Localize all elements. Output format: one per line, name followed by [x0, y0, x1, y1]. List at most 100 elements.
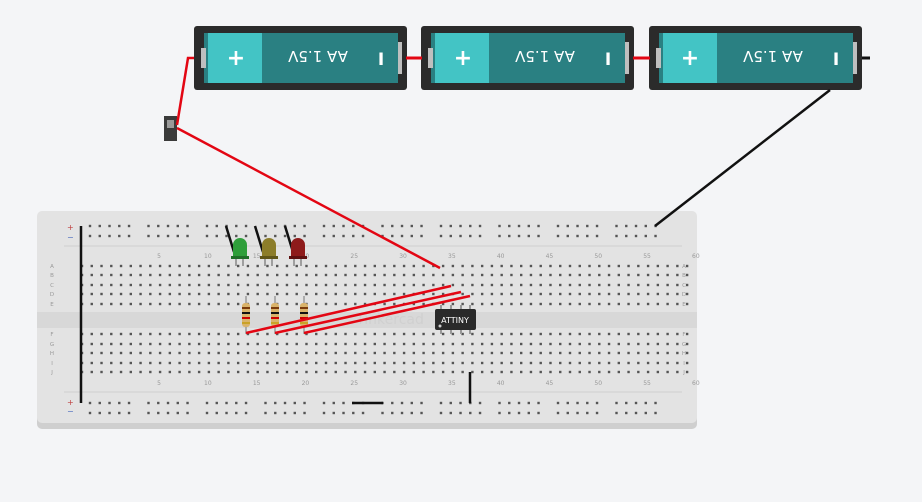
breadboard-hole[interactable] — [588, 273, 591, 277]
breadboard-hole[interactable] — [537, 234, 540, 238]
breadboard-hole[interactable] — [188, 332, 191, 336]
breadboard-hole[interactable] — [236, 361, 240, 365]
led-red[interactable] — [289, 238, 307, 266]
breadboard-hole[interactable] — [439, 224, 443, 228]
breadboard-hole[interactable] — [149, 342, 152, 346]
breadboard-hole[interactable] — [471, 351, 474, 355]
breadboard-hole[interactable] — [246, 370, 250, 374]
breadboard-hole[interactable] — [644, 234, 647, 238]
breadboard-hole[interactable] — [432, 273, 435, 277]
breadboard-hole[interactable] — [383, 361, 386, 365]
breadboard-hole[interactable] — [627, 264, 630, 268]
breadboard-hole[interactable] — [666, 292, 669, 296]
breadboard-hole[interactable] — [490, 283, 494, 287]
breadboard-hole[interactable] — [236, 283, 240, 287]
breadboard-hole[interactable] — [556, 411, 560, 415]
breadboard-hole[interactable] — [383, 264, 386, 268]
breadboard-hole[interactable] — [295, 342, 298, 346]
breadboard-hole[interactable] — [471, 302, 474, 306]
breadboard-hole[interactable] — [246, 283, 250, 287]
breadboard-hole[interactable] — [166, 411, 170, 415]
breadboard-hole[interactable] — [285, 351, 289, 355]
breadboard-hole[interactable] — [459, 401, 462, 405]
breadboard-hole[interactable] — [520, 273, 523, 277]
breadboard-hole[interactable] — [244, 234, 248, 238]
breadboard-hole[interactable] — [576, 411, 579, 415]
breadboard-hole[interactable] — [637, 332, 640, 336]
breadboard-hole[interactable] — [168, 332, 172, 336]
breadboard-hole[interactable] — [520, 332, 523, 336]
breadboard-hole[interactable] — [490, 332, 494, 336]
breadboard-hole[interactable] — [139, 351, 142, 355]
breadboard-hole[interactable] — [236, 302, 240, 306]
breadboard-hole[interactable] — [285, 332, 289, 336]
breadboard-hole[interactable] — [188, 361, 191, 365]
breadboard-hole[interactable] — [188, 302, 191, 306]
breadboard-hole[interactable] — [480, 361, 484, 365]
breadboard-hole[interactable] — [383, 283, 386, 287]
breadboard-hole[interactable] — [500, 361, 503, 365]
breadboard-hole[interactable] — [586, 224, 589, 228]
breadboard-hole[interactable] — [549, 273, 552, 277]
breadboard-hole[interactable] — [129, 351, 132, 355]
breadboard-hole[interactable] — [246, 332, 250, 336]
breadboard-hole[interactable] — [178, 332, 181, 336]
breadboard-hole[interactable] — [147, 234, 150, 238]
breadboard-hole[interactable] — [110, 264, 113, 268]
breadboard-hole[interactable] — [529, 342, 533, 346]
breadboard-hole[interactable] — [225, 401, 228, 405]
breadboard-hole[interactable] — [352, 411, 355, 415]
breadboard-hole[interactable] — [90, 292, 93, 296]
breadboard-hole[interactable] — [627, 273, 630, 277]
breadboard-hole[interactable] — [637, 264, 640, 268]
breadboard-hole[interactable] — [441, 273, 445, 277]
breadboard-hole[interactable] — [588, 264, 591, 268]
breadboard-hole[interactable] — [256, 264, 259, 268]
breadboard-hole[interactable] — [451, 273, 455, 277]
breadboard-hole[interactable] — [517, 401, 521, 405]
breadboard-hole[interactable] — [256, 332, 259, 336]
breadboard-hole[interactable] — [607, 283, 611, 287]
breadboard-hole[interactable] — [235, 401, 238, 405]
breadboard-hole[interactable] — [354, 332, 357, 336]
breadboard-hole[interactable] — [490, 342, 494, 346]
breadboard-hole[interactable] — [517, 411, 521, 415]
breadboard-hole[interactable] — [549, 342, 552, 346]
breadboard-hole[interactable] — [186, 401, 189, 405]
breadboard-hole[interactable] — [88, 234, 92, 238]
breadboard-hole[interactable] — [246, 273, 250, 277]
breadboard-hole[interactable] — [537, 411, 540, 415]
breadboard-hole[interactable] — [576, 224, 579, 228]
breadboard-hole[interactable] — [236, 332, 240, 336]
breadboard-hole[interactable] — [129, 264, 132, 268]
breadboard-hole[interactable] — [217, 351, 220, 355]
breadboard-hole[interactable] — [646, 332, 650, 336]
breadboard-hole[interactable] — [256, 361, 259, 365]
breadboard-hole[interactable] — [207, 292, 211, 296]
breadboard-hole[interactable] — [685, 351, 689, 355]
breadboard-hole[interactable] — [266, 273, 269, 277]
breadboard-hole[interactable] — [98, 411, 101, 415]
breadboard-hole[interactable] — [157, 234, 160, 238]
breadboard-hole[interactable] — [205, 234, 209, 238]
breadboard-hole[interactable] — [539, 351, 542, 355]
breadboard-hole[interactable] — [559, 332, 562, 336]
breadboard-hole[interactable] — [471, 283, 474, 287]
breadboard-hole[interactable] — [539, 370, 542, 374]
breadboard-hole[interactable] — [586, 401, 589, 405]
breadboard-hole[interactable] — [266, 283, 269, 287]
breadboard-hole[interactable] — [520, 370, 523, 374]
breadboard-hole[interactable] — [500, 273, 503, 277]
breadboard-hole[interactable] — [303, 234, 306, 238]
breadboard-hole[interactable] — [158, 370, 162, 374]
breadboard-hole[interactable] — [176, 234, 179, 238]
wire-battery-ground[interactable] — [654, 89, 831, 227]
breadboard-hole[interactable] — [586, 234, 589, 238]
breadboard-hole[interactable] — [205, 411, 209, 415]
breadboard-hole[interactable] — [529, 264, 533, 268]
breadboard-hole[interactable] — [393, 292, 396, 296]
breadboard-hole[interactable] — [549, 370, 552, 374]
breadboard-hole[interactable] — [207, 332, 211, 336]
breadboard-hole[interactable] — [566, 234, 569, 238]
breadboard-hole[interactable] — [207, 342, 211, 346]
